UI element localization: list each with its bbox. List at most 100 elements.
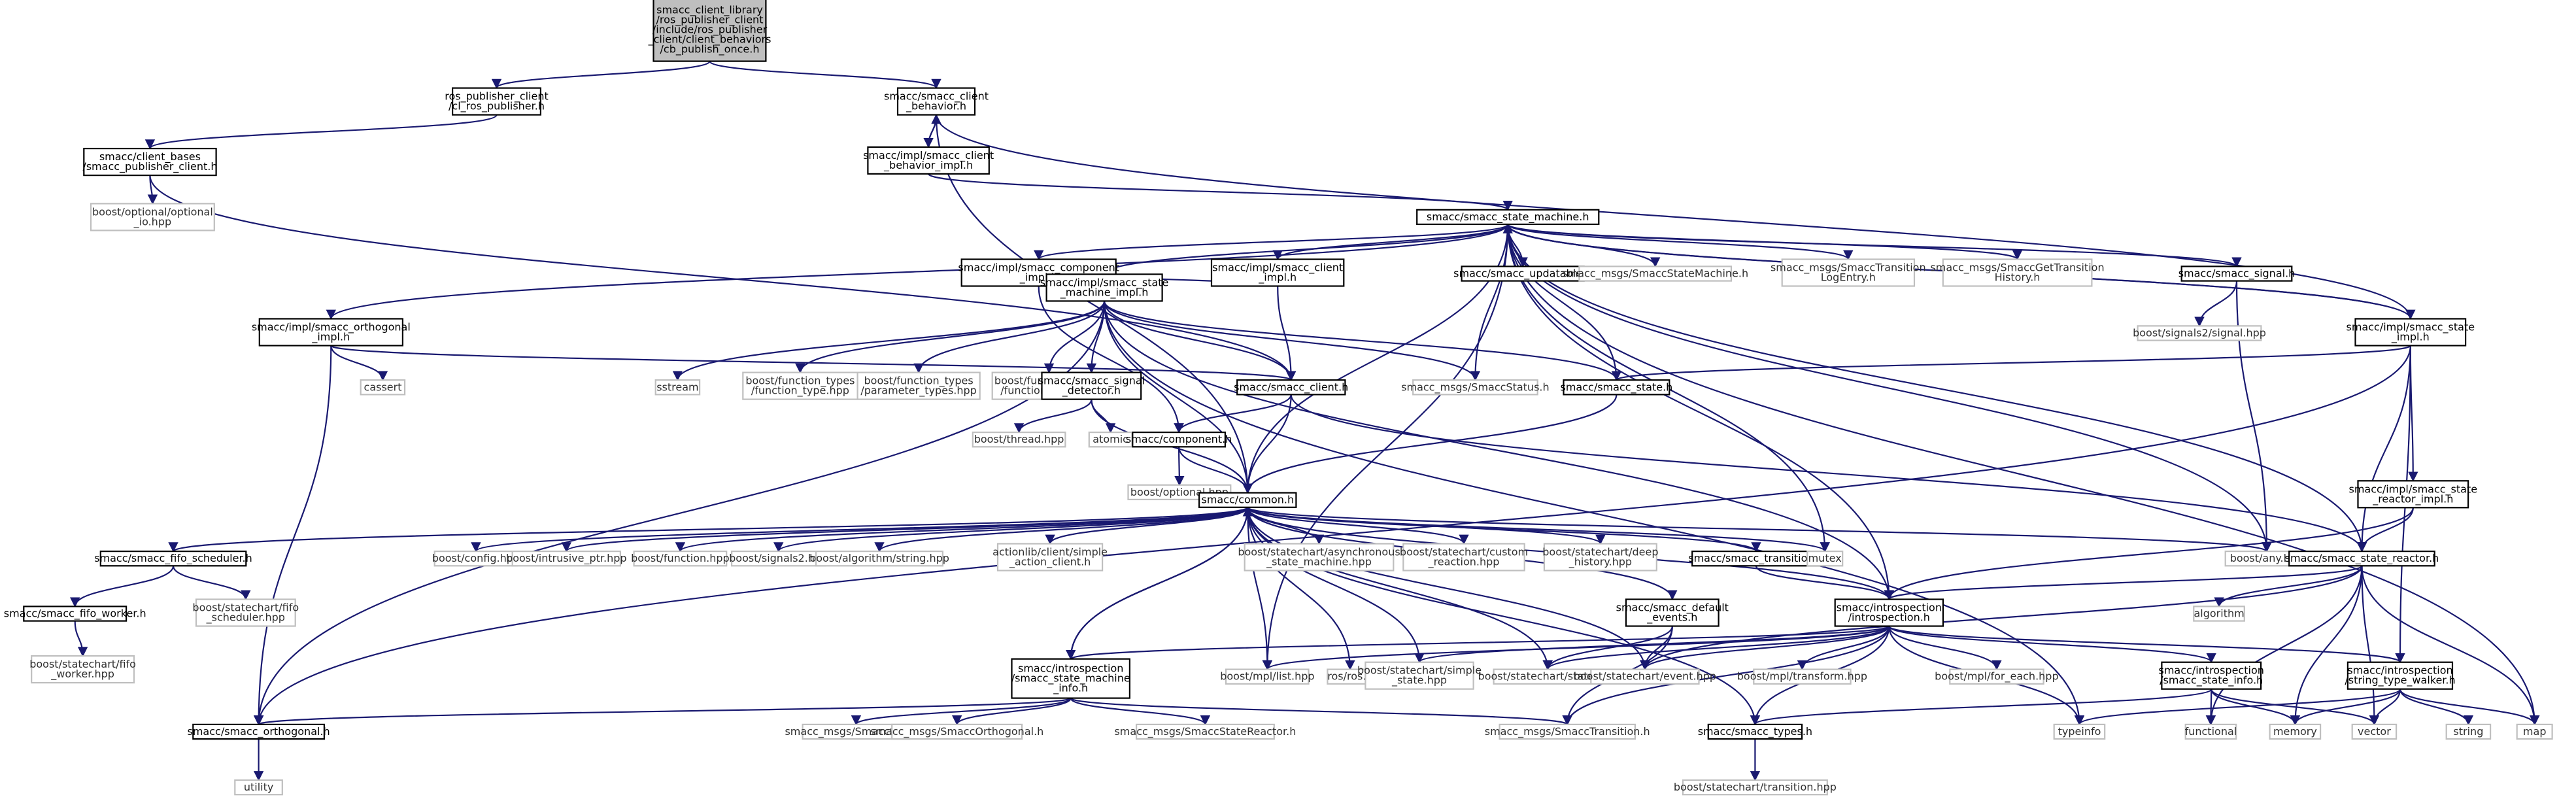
node-signal[interactable]: smacc/smacc_signal.h — [2178, 265, 2296, 282]
edge-common-to-boost_any — [1247, 506, 2271, 553]
node-mpl-list[interactable]: boost/mpl/list.hpp — [1220, 668, 1315, 685]
edge-signal_detector-to-atomic — [1091, 399, 1116, 434]
node-orthogonal[interactable]: smacc/smacc_orthogonal.h — [188, 723, 330, 740]
node-statechart-event[interactable]: boost/statechart/event.hpp — [1574, 668, 1716, 685]
node-signals2[interactable]: boost/signals2.hpp — [729, 550, 828, 567]
node-function-type[interactable]: boost/function_types/function_type.hpp — [742, 371, 858, 400]
node-msg-state-reactor[interactable]: smacc_msgs/SmaccStateReactor.h — [1114, 723, 1296, 740]
node-default-events[interactable]: smacc/smacc_default_events.h — [1616, 598, 1729, 627]
node-state-machine-impl[interactable]: smacc/impl/smacc_state_machine_impl.h — [1040, 273, 1169, 302]
node-sstream[interactable]: sstream — [654, 379, 701, 396]
node-label-line: _reactor_impl.h — [2372, 492, 2453, 505]
node-orthogonal-impl[interactable]: smacc/impl/smacc_orthogonal_impl.h — [252, 318, 411, 347]
node-algorithm[interactable]: algorithm — [2193, 606, 2245, 622]
node-component[interactable]: smacc/component.h — [1126, 431, 1232, 448]
node-custom-reaction[interactable]: boost/statechart/custom_reaction.hpp — [1400, 543, 1528, 572]
node-client-behavior-impl[interactable]: smacc/impl/smacc_client_behavior_impl.h — [863, 146, 994, 175]
node-fifo-worker-hpp[interactable]: boost/statechart/fifo_worker.hpp — [29, 655, 136, 684]
node-client-behavior[interactable]: smacc/smacc_client_behavior.h — [884, 87, 989, 116]
node-msg-orthogonal[interactable]: smacc_msgs/SmaccOrthogonal.h — [870, 723, 1043, 740]
node-state-machine[interactable]: smacc/smacc_state_machine.h — [1416, 209, 1600, 226]
node-state[interactable]: smacc/smacc_state.h — [1561, 379, 1673, 396]
node-atomic[interactable]: atomic — [1088, 431, 1133, 448]
edge-introspection-to-simple_state — [1414, 625, 1890, 664]
node-label-line: _io.hpp — [133, 215, 172, 228]
node-memory[interactable]: memory — [2269, 723, 2322, 740]
node-introspection[interactable]: smacc/introspection/introspection.h — [1834, 598, 1944, 627]
edge-common-to-signals2 — [773, 507, 1249, 553]
node-statechart-state[interactable]: boost/statechart/state.hpp — [1478, 668, 1618, 685]
node-typeinfo[interactable]: typeinfo — [2053, 723, 2106, 740]
edge-state_machine-to-orthogonal_impl — [326, 224, 1509, 320]
node-label-line: utility — [244, 781, 274, 793]
node-simple-state[interactable]: boost/statechart/simple_state.hpp — [1357, 661, 1482, 690]
node-ros-publisher[interactable]: ros_publisher_client/cl_ros_publisher.h — [445, 87, 549, 116]
node-signals2-signal[interactable]: boost/signals2/signal.hpp — [2133, 325, 2266, 341]
node-vector[interactable]: vector — [2351, 723, 2398, 740]
node-label-line: LogEntry.h — [1821, 271, 1876, 284]
node-algorithm-string[interactable]: boost/algorithm/string.hpp — [809, 550, 949, 567]
node-sm-info[interactable]: smacc/introspection/smacc_state_machine_… — [1011, 658, 1130, 699]
node-signal-detector[interactable]: smacc/smacc_signal_detector.h — [1038, 371, 1145, 400]
node-state-reactor-impl[interactable]: smacc/impl/smacc_state_reactor_impl.h — [2349, 480, 2478, 509]
node-label-line: smacc/common.h — [1201, 494, 1294, 506]
node-label-line: _scheduler.hpp — [206, 611, 285, 624]
node-root[interactable]: smacc_client_library/ros_publisher_clien… — [648, 0, 771, 62]
node-config[interactable]: boost/config.hpp — [432, 550, 520, 567]
node-label-line: _impl.h — [311, 331, 350, 344]
edge-state_machine-to-mpl_list — [1262, 224, 1509, 671]
node-smacc-publisher-client[interactable]: smacc/client_bases/smacc_publisher_clien… — [82, 148, 217, 177]
node-box — [2053, 723, 2106, 740]
node-utility[interactable]: utility — [234, 779, 283, 796]
node-fifo-worker[interactable]: smacc/smacc_fifo_worker.h — [4, 606, 146, 622]
node-deep-history[interactable]: boost/statechart/deep_history.hpp — [1542, 543, 1659, 572]
node-component-impl[interactable]: smacc/impl/smacc_component_impl.h — [958, 258, 1119, 287]
node-label-line: smacc/smacc_signal — [1038, 375, 1145, 388]
node-state-impl[interactable]: smacc/impl/smacc_state_impl.h — [2347, 318, 2475, 347]
edge-state_machine-to-state — [1507, 224, 1622, 381]
node-boost-any[interactable]: boost/any.hpp — [2224, 550, 2309, 567]
node-msg-state-machine[interactable]: smacc_msgs/SmaccStateMachine.h — [1562, 265, 1748, 282]
node-map[interactable]: map — [2516, 723, 2553, 740]
node-box — [2193, 606, 2245, 622]
edge-state_machine-to-msg_transition_log — [1507, 223, 1854, 261]
node-label-line: smacc/impl/smacc_client — [863, 149, 994, 162]
node-box — [1682, 779, 1828, 796]
node-box — [360, 379, 406, 396]
node-box — [23, 606, 127, 622]
node-common[interactable]: smacc/common.h — [1198, 492, 1297, 508]
node-simple-action-client[interactable]: actionlib/client/simple_action_client.h — [992, 543, 1108, 572]
node-box — [2445, 723, 2492, 740]
node-functional[interactable]: functional — [2185, 723, 2237, 740]
node-mpl-for-each[interactable]: boost/mpl/for_each.hpp — [1935, 668, 2059, 685]
node-boost-function[interactable]: boost/function.hpp — [631, 550, 730, 567]
node-parameter-types[interactable]: boost/function_types/parameter_types.hpp — [856, 371, 981, 400]
node-box — [1412, 379, 1538, 396]
node-fifo-scheduler[interactable]: smacc/smacc_fifo_scheduler.h — [94, 550, 252, 567]
node-msg-transition[interactable]: smacc_msgs/SmaccTransition.h — [1485, 723, 1650, 740]
node-msg-status[interactable]: smacc_msgs/SmaccStatus.h — [1401, 379, 1550, 396]
edge-fifo_scheduler-to-fifo_worker — [70, 566, 175, 607]
node-client-impl[interactable]: smacc/impl/smacc_client_impl.h — [1210, 258, 1345, 287]
node-ros-h[interactable]: ros/ros.h — [1327, 668, 1374, 685]
node-optional-io[interactable]: boost/optional/optional_io.hpp — [90, 203, 215, 231]
node-state-info[interactable]: smacc/introspection/smacc_state_info.h — [2159, 661, 2264, 690]
node-client[interactable]: smacc/smacc_client.h — [1234, 379, 1348, 396]
node-cassert[interactable]: cassert — [360, 379, 406, 396]
node-transition[interactable]: smacc/smacc_transition.h — [1688, 550, 1824, 567]
node-fifo-scheduler-hpp[interactable]: boost/statechart/fifo_scheduler.hpp — [192, 598, 299, 627]
node-transition-hpp[interactable]: boost/statechart/transition.hpp — [1674, 779, 1837, 796]
node-async-state-machine[interactable]: boost/statechart/asynchronous_state_mach… — [1238, 543, 1400, 572]
node-string-type-walker[interactable]: smacc/introspection/string_type_walker.h — [2345, 661, 2456, 690]
node-intrusive-ptr[interactable]: boost/intrusive_ptr.hpp — [506, 550, 627, 567]
node-state-reactor[interactable]: smacc/smacc_state_reactor.h — [2285, 550, 2439, 567]
node-thread[interactable]: boost/thread.hpp — [972, 431, 1066, 448]
node-string[interactable]: string — [2445, 723, 2492, 740]
node-box — [83, 148, 217, 177]
node-label-line: _action_client.h — [1009, 556, 1091, 569]
node-types[interactable]: smacc/smacc_types.h — [1698, 723, 1812, 740]
node-mpl-transform[interactable]: boost/mpl/transform.hpp — [1737, 668, 1867, 685]
node-mutex[interactable]: mutex — [1806, 550, 1844, 567]
